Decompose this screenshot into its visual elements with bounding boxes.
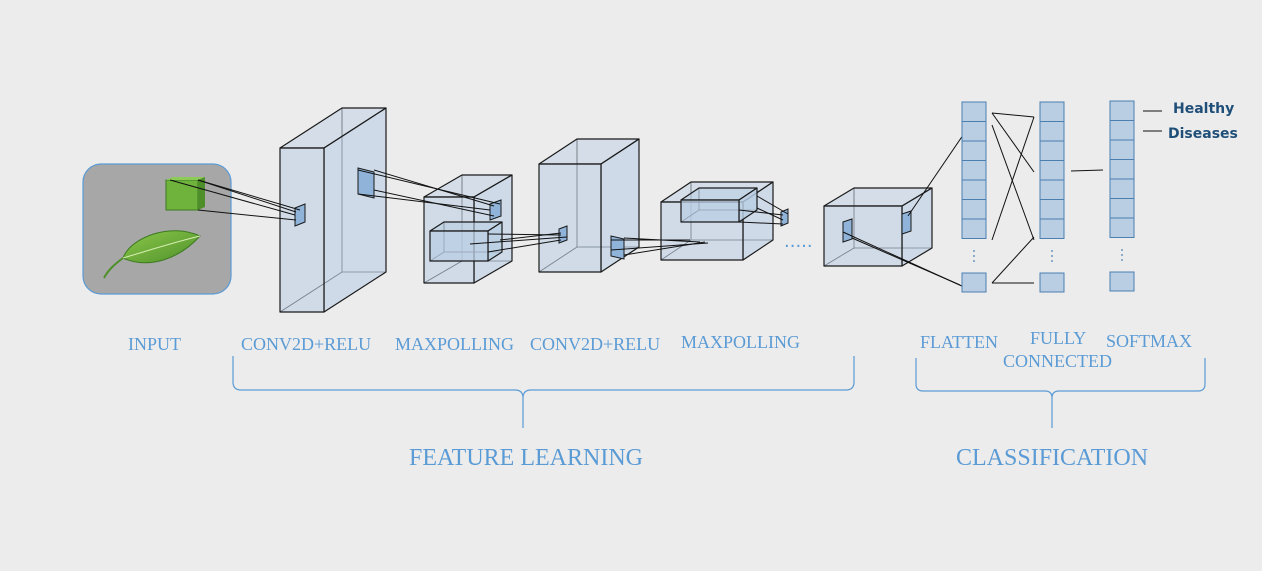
- connection-line: [197, 179, 297, 213]
- connection-line: [756, 207, 784, 221]
- connection-line: [197, 209, 297, 221]
- column-ellipsis-dot: [1121, 249, 1123, 251]
- connection-lines: [169, 115, 977, 288]
- column-ellipsis-dot: [1051, 260, 1053, 262]
- label-pool2: MAXPOLLING: [681, 332, 800, 352]
- final-kernel-out: [901, 210, 912, 235]
- feature-layers: [279, 107, 933, 313]
- column-ellipsis-dot: [973, 260, 975, 262]
- column-ellipsis-dot: [973, 255, 975, 257]
- column-cell: [1039, 199, 1065, 220]
- connection-line: [610, 242, 709, 251]
- connection-line: [991, 112, 1035, 173]
- column-ellipsis-dot: [1051, 255, 1053, 257]
- column-cell: [1039, 140, 1065, 161]
- column-cell: [1039, 101, 1065, 122]
- column-cell: [1039, 218, 1065, 239]
- output-healthy: Healthy: [1173, 101, 1234, 117]
- section-classification: CLASSIFICATION: [956, 445, 1148, 471]
- label-fully: FULLY: [1030, 328, 1086, 348]
- connection-line: [469, 236, 568, 245]
- conv1-volume: [279, 107, 387, 313]
- layer-ellipsis: .....: [784, 231, 813, 252]
- column-cell: [1039, 121, 1065, 142]
- connection-line: [738, 221, 784, 225]
- column-cell: [961, 160, 987, 181]
- connection-line: [991, 124, 1035, 241]
- label-pool1: MAXPOLLING: [395, 334, 514, 354]
- label-flatten: FLATTEN: [920, 332, 998, 352]
- input-image: [82, 163, 232, 295]
- conv2-kernel-in: [558, 225, 568, 244]
- connection-line: [756, 195, 789, 215]
- conv1-kernel-out: [357, 167, 375, 199]
- label-conv1: CONV2D+RELU: [241, 334, 371, 354]
- connection-line: [357, 193, 491, 211]
- column-last-cell: [1039, 272, 1065, 293]
- feature-learning-brace: [232, 356, 855, 428]
- final-kernel-in: [842, 218, 853, 243]
- output-diseases: Diseases: [1168, 126, 1238, 142]
- column-last-cell: [1109, 271, 1135, 292]
- fully-connected-column: [1039, 101, 1065, 293]
- column-cell: [1109, 120, 1135, 141]
- classification-brace: [915, 358, 1206, 428]
- pool1-inner-volume: [429, 221, 503, 262]
- label-connected: CONNECTED: [1003, 351, 1112, 371]
- output-labels: Healthy Diseases: [1143, 101, 1238, 142]
- conv2-kernel-out: [610, 235, 625, 260]
- connection-line: [991, 112, 1035, 118]
- section-feature-learning: FEATURE LEARNING: [409, 445, 643, 471]
- final-volume: [823, 187, 933, 267]
- column-cell: [961, 101, 987, 122]
- column-cell: [961, 179, 987, 200]
- column-cell: [1039, 160, 1065, 181]
- connection-line: [499, 232, 562, 241]
- column-cell: [1039, 179, 1065, 200]
- flatten-column: [961, 101, 987, 293]
- column-ellipsis-dot: [973, 250, 975, 252]
- column-last-cell: [961, 272, 987, 293]
- column-cell: [961, 218, 987, 239]
- column-cell: [961, 199, 987, 220]
- column-cell: [1109, 100, 1135, 121]
- column-ellipsis-dot: [1121, 254, 1123, 256]
- connection-line: [1070, 169, 1104, 172]
- label-softmax: SOFTMAX: [1106, 331, 1192, 351]
- column-ellipsis-dot: [1121, 259, 1123, 261]
- column-cell: [1109, 159, 1135, 180]
- label-conv2: CONV2D+RELU: [530, 334, 660, 354]
- classification-columns: [961, 100, 1135, 293]
- label-input: INPUT: [128, 334, 181, 354]
- column-ellipsis-dot: [1051, 250, 1053, 252]
- column-cell: [1109, 217, 1135, 238]
- column-cell: [1109, 178, 1135, 199]
- connection-line: [357, 169, 501, 205]
- connection-line: [842, 231, 965, 288]
- column-cell: [1109, 198, 1135, 219]
- connection-line: [738, 209, 784, 216]
- column-cell: [1109, 139, 1135, 160]
- softmax-column: [1109, 100, 1135, 292]
- conv1-kernel-in: [294, 203, 306, 227]
- pool2-inner-volume: [680, 187, 758, 223]
- connection-line: [487, 239, 562, 253]
- column-cell: [961, 140, 987, 161]
- connection-line: [991, 236, 1035, 284]
- column-cell: [961, 121, 987, 142]
- connection-line: [991, 116, 1035, 241]
- connection-line: [197, 179, 301, 211]
- connection-line: [169, 179, 296, 216]
